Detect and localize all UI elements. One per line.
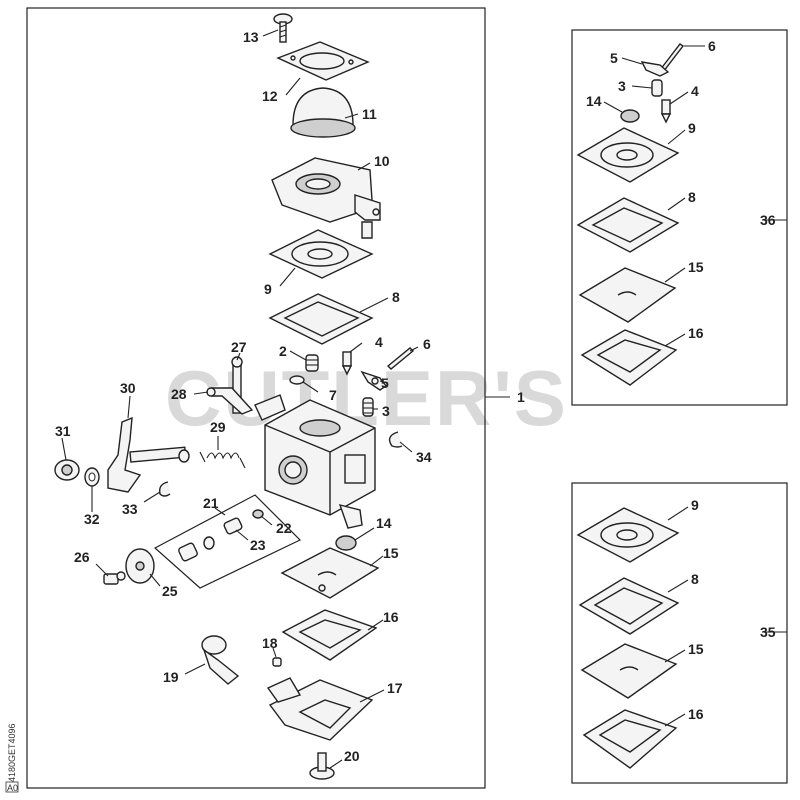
kit35-label-16: 16 <box>688 706 704 722</box>
gasket-16 <box>281 609 378 661</box>
pump-cover-10 <box>271 157 381 239</box>
screw-7 <box>289 375 305 385</box>
label-26: 26 <box>74 549 90 565</box>
kit-35 <box>576 507 680 769</box>
kit-36-frame <box>571 29 788 406</box>
label-13: 13 <box>243 29 259 45</box>
main-assembly-frame <box>26 7 486 789</box>
kit36-label-16: 16 <box>688 325 704 341</box>
kit35-label-8: 8 <box>691 571 699 587</box>
document-code: 4180GET4096 <box>7 723 17 782</box>
document-tag: A0 <box>7 783 18 793</box>
label-30: 30 <box>120 380 136 396</box>
spring-3 <box>362 397 374 417</box>
label-9: 9 <box>264 281 272 297</box>
primer-bulb-11 <box>290 87 356 138</box>
washer-32 <box>84 467 100 487</box>
label-14: 14 <box>376 515 392 531</box>
label-22: 22 <box>276 520 292 536</box>
label-6: 6 <box>423 336 431 352</box>
label-28: 28 <box>171 386 187 402</box>
kit-35-labels: 9 8 15 16 35 <box>664 497 787 727</box>
label-18: 18 <box>262 635 278 651</box>
label-7: 7 <box>329 387 337 403</box>
kit36-label-8: 8 <box>688 189 696 205</box>
kit36-label-14: 14 <box>586 93 602 109</box>
label-17: 17 <box>387 680 403 696</box>
kit36-label: 36 <box>760 212 776 228</box>
adjust-screw-27 <box>231 356 243 414</box>
kit36-label-15: 15 <box>688 259 704 275</box>
label-34: 34 <box>416 449 432 465</box>
kit35-label: 35 <box>760 624 776 640</box>
kit36-label-4: 4 <box>691 83 699 99</box>
label-4: 4 <box>375 334 383 350</box>
label-12: 12 <box>262 88 278 104</box>
label-16: 16 <box>383 609 399 625</box>
label-25: 25 <box>162 583 178 599</box>
label-27: 27 <box>231 339 247 355</box>
metering-cover-17 <box>266 677 374 741</box>
label-10: 10 <box>374 153 390 169</box>
kit36-label-5: 5 <box>610 50 618 66</box>
label-1: 1 <box>517 389 525 405</box>
label-19: 19 <box>163 669 179 685</box>
inlet-needle-4 <box>341 351 353 376</box>
diaphragm-9 <box>268 229 374 279</box>
kit-36 <box>576 43 685 386</box>
ball-18 <box>272 657 282 667</box>
kit35-label-15: 15 <box>688 641 704 657</box>
label-29: 29 <box>210 419 226 435</box>
kit36-label-9: 9 <box>688 120 696 136</box>
fitting-19 <box>201 635 240 685</box>
kit-21-box <box>153 494 302 589</box>
label-11: 11 <box>362 106 377 122</box>
label-33: 33 <box>122 501 138 517</box>
label-23: 23 <box>250 537 266 553</box>
lever-5 <box>360 370 388 391</box>
label-32: 32 <box>84 511 100 527</box>
label-31: 31 <box>55 423 71 439</box>
label-8: 8 <box>392 289 400 305</box>
eclip-33 <box>158 481 171 497</box>
screw-26 <box>103 571 126 585</box>
kit-36-labels: 5 6 3 4 14 9 8 15 16 36 <box>586 38 787 347</box>
kit-35-frame <box>571 482 788 784</box>
kit36-label-3: 3 <box>618 78 626 94</box>
label-3: 3 <box>382 403 390 419</box>
label-20: 20 <box>344 748 360 764</box>
nut-31 <box>54 459 80 481</box>
metering-diaphragm-15 <box>280 547 380 599</box>
pin-6 <box>386 347 415 370</box>
throttle-lever-30 <box>107 416 190 493</box>
screw-13 <box>273 13 293 43</box>
disc-25 <box>125 548 155 584</box>
spring-2 <box>305 354 319 372</box>
cover-plate-12 <box>276 41 370 81</box>
kit36-label-6: 6 <box>708 38 716 54</box>
label-2: 2 <box>279 343 287 359</box>
carburetor-body <box>254 394 376 529</box>
label-15: 15 <box>383 545 399 561</box>
label-21: 21 <box>203 495 219 511</box>
label-5: 5 <box>381 375 389 391</box>
main-labels: 13 12 11 10 9 8 27 28 2 4 6 7 5 3 1 30 2… <box>55 29 525 769</box>
screen-14 <box>335 535 357 551</box>
screw-20 <box>309 752 335 780</box>
gasket-8 <box>268 293 374 345</box>
spring-22 <box>252 509 264 519</box>
clip-34 <box>388 431 403 448</box>
torsion-spring-29 <box>199 451 246 469</box>
kit35-label-9: 9 <box>691 497 699 513</box>
